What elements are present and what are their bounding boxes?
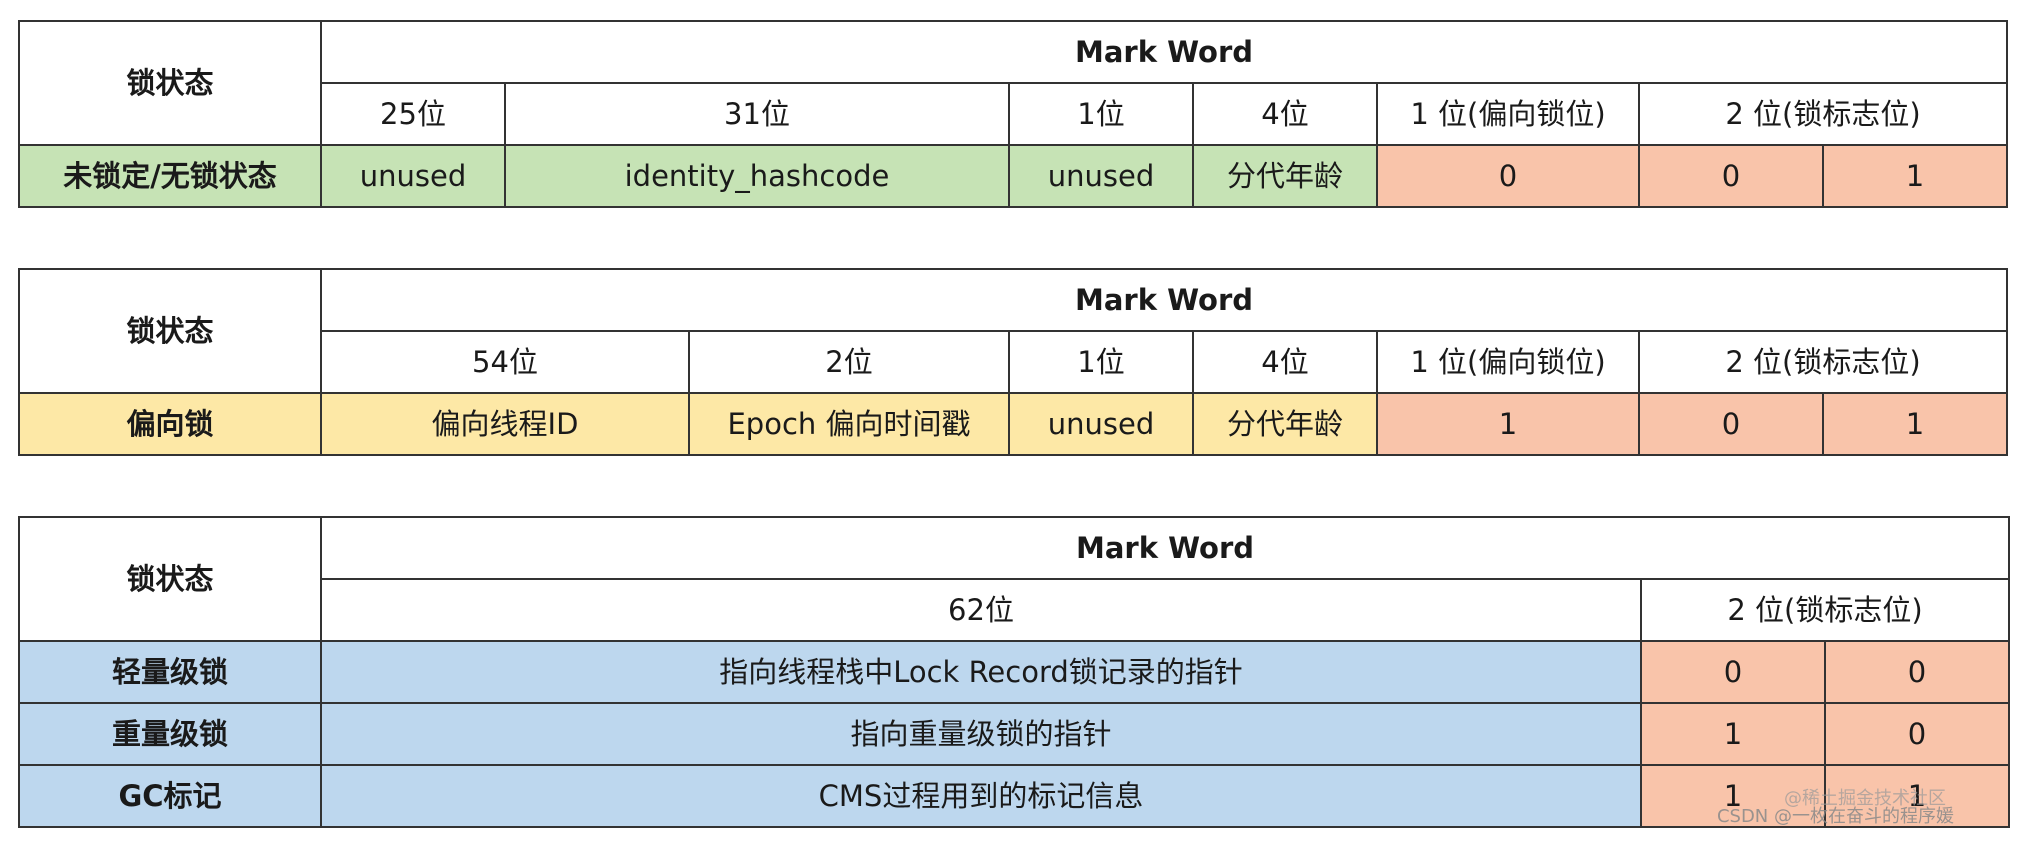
field-cell: 偏向线程ID (320, 392, 690, 456)
lock-flag-bit-cell: 1 (1640, 764, 1826, 828)
bit-width-cell: 31位 (504, 82, 1010, 146)
field-cell: unused (320, 144, 506, 208)
field-cell: 分代年龄 (1192, 392, 1378, 456)
bit-width-cell: 2 位(锁标志位) (1638, 330, 2008, 394)
watermark-juejin: @稀土掘金技术社区 (1784, 788, 1946, 809)
field-cell: identity_hashcode (504, 144, 1010, 208)
pointer-field-cell: CMS过程用到的标记信息 (320, 764, 1642, 828)
mark-word-header: Mark Word (320, 20, 2008, 84)
pointer-field-cell: 指向线程栈中Lock Record锁记录的指针 (320, 640, 1642, 704)
lock-flag-bit-cell: 1 (1824, 764, 2010, 828)
lock-state-label: 重量级锁 (18, 702, 322, 766)
lock-flag-bit-cell: 1 (1822, 144, 2008, 208)
bit-width-cell: 4位 (1192, 82, 1378, 146)
lock-flag-bit-cell: 0 (1638, 144, 1824, 208)
lock-state-header: 锁状态 (18, 268, 322, 394)
bit-width-cell: 62位 (320, 578, 1642, 642)
mark-word-table-unlocked: 锁状态 Mark Word 25位 31位 1位 4位 1 位(偏向锁位) 2 … (18, 20, 2008, 208)
mark-word-header: Mark Word (320, 516, 2010, 580)
lock-flag-bit-cell: 1 (1640, 702, 1826, 766)
pointer-field-cell: 指向重量级锁的指针 (320, 702, 1642, 766)
lock-state-header: 锁状态 (18, 20, 322, 146)
lock-flag-bit-cell: 0 (1638, 392, 1824, 456)
mark-word-header: Mark Word (320, 268, 2008, 332)
field-cell: Epoch 偏向时间戳 (688, 392, 1010, 456)
lock-state-header: 锁状态 (18, 516, 322, 642)
field-cell: 分代年龄 (1192, 144, 1378, 208)
bit-width-cell: 1位 (1008, 330, 1194, 394)
lock-state-label: 轻量级锁 (18, 640, 322, 704)
bit-width-cell: 25位 (320, 82, 506, 146)
lock-state-label: 偏向锁 (18, 392, 322, 456)
lock-flag-bit-cell: 1 (1822, 392, 2008, 456)
lock-flag-bit-cell: 0 (1824, 640, 2010, 704)
lock-flag-bit-cell: 0 (1824, 702, 2010, 766)
bit-width-cell: 4位 (1192, 330, 1378, 394)
bit-width-cell: 2 位(锁标志位) (1638, 82, 2008, 146)
mark-word-table-locked: 锁状态 Mark Word 62位 2 位(锁标志位) 轻量级锁 指向线程栈中L… (18, 516, 2010, 828)
lock-state-label: 未锁定/无锁状态 (18, 144, 322, 208)
bit-width-cell: 2 位(锁标志位) (1640, 578, 2010, 642)
bit-width-cell: 54位 (320, 330, 690, 394)
bit-width-cell: 1位 (1008, 82, 1194, 146)
field-cell: unused (1008, 392, 1194, 456)
mark-word-table-biased: 锁状态 Mark Word 54位 2位 1位 4位 1 位(偏向锁位) 2 位… (18, 268, 2008, 456)
watermark-csdn: CSDN @一枚在奋斗的程序媛 (1716, 806, 1954, 827)
biased-bit-cell: 0 (1376, 144, 1640, 208)
field-cell: unused (1008, 144, 1194, 208)
bit-width-cell: 1 位(偏向锁位) (1376, 330, 1640, 394)
lock-state-label: GC标记 (18, 764, 322, 828)
bit-width-cell: 1 位(偏向锁位) (1376, 82, 1640, 146)
biased-bit-cell: 1 (1376, 392, 1640, 456)
bit-width-cell: 2位 (688, 330, 1010, 394)
lock-flag-bit-cell: 0 (1640, 640, 1826, 704)
